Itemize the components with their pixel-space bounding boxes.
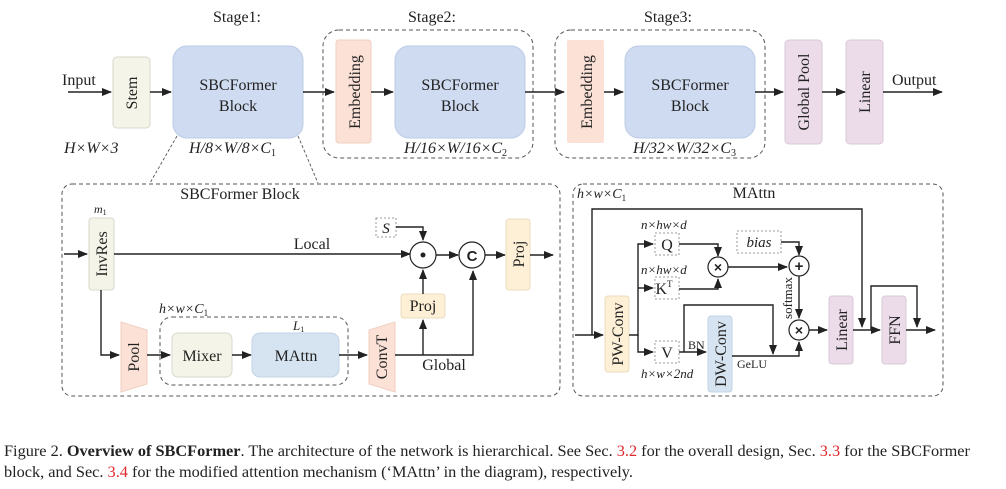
bias-arrow [781, 241, 803, 256]
global-branch-arrow [100, 290, 120, 359]
caption-text: for the overall design, Sec. [637, 441, 820, 460]
zoom-guide-line [297, 135, 319, 184]
v-branch-arrow [637, 335, 654, 356]
stage2-title: Stage2: [408, 9, 456, 26]
stage2-embedding-label: Embedding [347, 55, 364, 129]
dwconv-block [707, 315, 733, 393]
q-to-matmul-arrow [679, 243, 722, 257]
k-to-matmul-arrow [679, 278, 722, 290]
pool-block [120, 321, 148, 393]
zoom-guide-line [149, 135, 178, 184]
multiply-icon: × [714, 259, 722, 275]
pwconv-label: PW-Conv [610, 302, 627, 365]
q-dims: n×hw×d [641, 217, 687, 232]
proj-out-label: Proj [511, 241, 528, 268]
concat-label: C [467, 248, 478, 265]
k-label: KT [655, 279, 673, 298]
global-to-concat-arrow [395, 270, 477, 356]
section-ref-link[interactable]: 3.3 [819, 441, 841, 460]
caption-bold-title: Overview of SBCFormer [66, 441, 241, 460]
bn-label: BN [688, 338, 705, 352]
stage3-embedding-label: Embedding [579, 55, 596, 129]
stage1-block-line1: SBCFormer [199, 77, 277, 94]
caption-text: for the modified attention mechanism (‘M… [127, 462, 633, 481]
q-label: Q [661, 237, 673, 254]
architecture-diagram: Input Stem H×W×3 Stage1: SBCFormer Block… [61, 9, 944, 397]
v-label: V [661, 345, 673, 362]
caption-text: for the SBCFormer block, and Sec. [4, 441, 970, 481]
plus-icon: + [795, 258, 804, 275]
mattn-dims: h×w×C1 [577, 187, 626, 203]
caption-text: . The architecture of the network is hie… [240, 441, 617, 460]
output-label: Output [892, 72, 937, 89]
stage1-block-line2: Block [219, 98, 257, 115]
s-arrow [396, 226, 427, 241]
convt-block [368, 321, 396, 393]
v-skip-arrow [683, 304, 777, 355]
dwconv-out-arrow [732, 341, 803, 357]
convt-label: ConvT [374, 335, 391, 380]
stage2-block-line2: Block [441, 98, 479, 115]
gelu-label: GeLU [737, 357, 767, 371]
pool-label: Pool [126, 342, 143, 372]
pwconv-block [604, 295, 630, 373]
stage2-dims: H/16×W/16×C2 [403, 140, 507, 159]
dot-icon [420, 252, 426, 258]
stage3-block-line1: SBCFormer [651, 77, 729, 94]
mattn-detail [572, 183, 944, 397]
mixer-mattn-repeat-container [159, 316, 349, 386]
section-ref-link[interactable]: 3.4 [107, 462, 128, 481]
figure-caption: Figure 2. Overview of SBCFormer. The arc… [4, 440, 1004, 482]
linear-label: Linear [857, 70, 874, 112]
mattn-title: MAttn [733, 185, 776, 202]
s-label: S [382, 221, 390, 237]
stage2-container [322, 29, 534, 159]
caption-prefix: Figure 2. [4, 441, 67, 460]
global-label: Global [422, 357, 466, 374]
bias-label: bias [746, 235, 771, 251]
ffn-residual-arrow [870, 285, 921, 330]
residual-arrow [591, 208, 866, 335]
local-label: Local [294, 236, 331, 253]
k-dims: n×hw×d [641, 262, 687, 277]
k-box [654, 276, 680, 300]
inner-dims: h×w×C1 [159, 302, 208, 318]
proj-label: Proj [410, 298, 437, 315]
q-branch-arrow [629, 240, 654, 336]
multiply-icon: × [795, 322, 803, 338]
stage1-title: Stage1: [213, 9, 261, 26]
section-ref-link[interactable]: 3.2 [616, 441, 638, 460]
stage1-dims: H/8×W/8×C1 [188, 140, 276, 159]
stage2-block-line1: SBCFormer [421, 77, 499, 94]
ffn-label: FFN [887, 315, 904, 345]
input-label: Input [62, 72, 96, 89]
sbc-block-title: SBCFormer Block [180, 186, 300, 203]
mattn-label: MAttn [275, 348, 318, 365]
stage3-embedding [567, 40, 604, 143]
stage3-title: Stage3: [644, 9, 692, 26]
v-dims: h×w×2nd [641, 366, 694, 381]
stage3-container [554, 29, 766, 159]
v-box [654, 340, 680, 364]
q-box [654, 232, 680, 256]
stage3-block-line2: Block [671, 98, 709, 115]
stem-label: Stem [124, 76, 141, 109]
mattn-linear-label: Linear [834, 308, 851, 350]
m-label: m1 [94, 202, 107, 217]
softmax-label: softmax [780, 277, 795, 319]
input-dims: H×W×3 [63, 140, 118, 157]
global-pool-label: Global Pool [796, 53, 813, 130]
invres-label: InvRes [94, 231, 111, 276]
sbcformer-block-detail [61, 183, 561, 397]
dwconv-label: DW-Conv [713, 321, 730, 387]
bias-box [736, 230, 782, 254]
l-label: L1 [292, 318, 304, 334]
stage3-dims: H/32×W/32×C3 [632, 140, 736, 159]
mixer-label: Mixer [182, 348, 222, 365]
